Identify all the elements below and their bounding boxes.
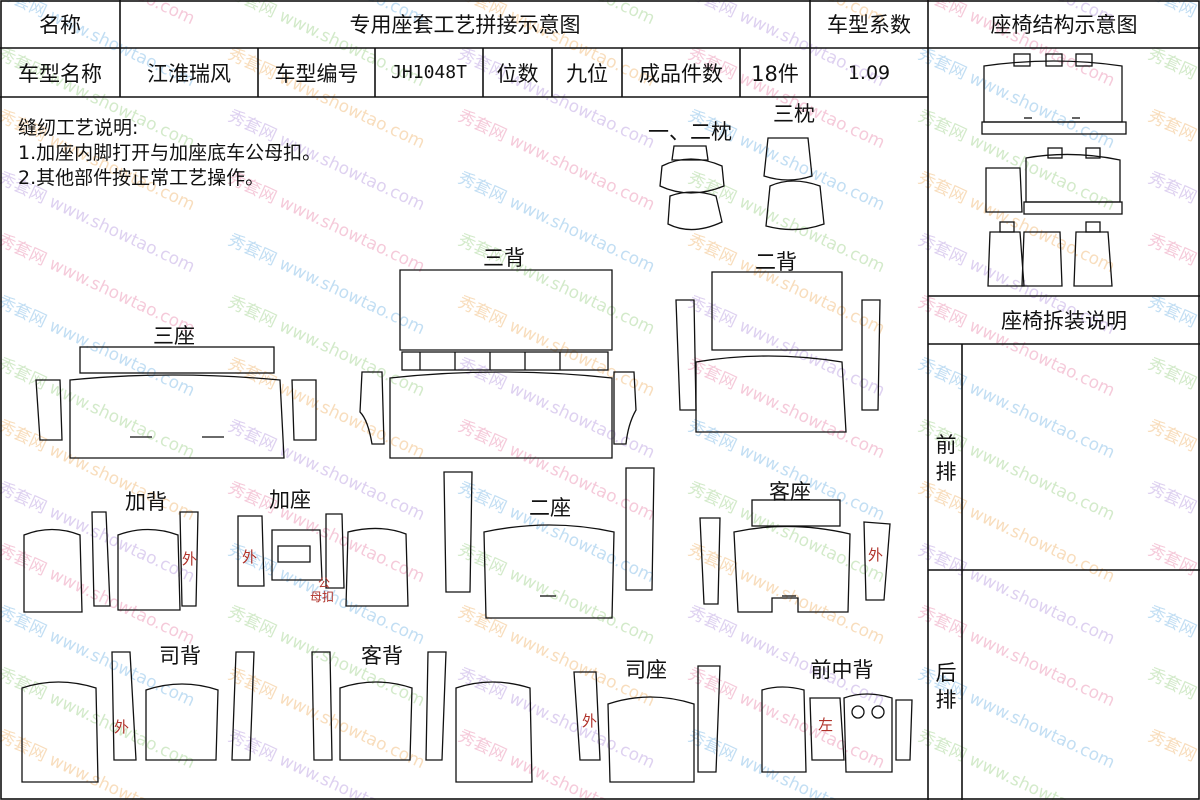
seat-structure-sketch <box>981 53 1127 287</box>
notes-line-1: 1.加座内脚打开与加座底车公母扣。 <box>18 142 322 164</box>
passenger-back-pieces <box>311 651 533 783</box>
seat3-pieces <box>35 346 317 459</box>
name-label: 名称 <box>39 13 81 37</box>
label-driver-seat: 司座 <box>625 658 667 682</box>
model-no-label: 车型编号 <box>274 61 359 86</box>
structure-label: 座椅结构示意图 <box>990 13 1138 37</box>
extra-seat-pieces <box>237 513 409 607</box>
label-passenger-back: 客背 <box>361 644 403 668</box>
notes-title: 缝纫工艺说明: <box>18 117 139 139</box>
mark-outer: 外 <box>868 546 884 564</box>
label-passenger-seat: 客座 <box>769 480 811 504</box>
pillow-pieces <box>659 137 825 231</box>
mark-outer: 外 <box>182 550 198 568</box>
model-no-value: JH1048T <box>391 62 467 83</box>
coef-value: 1.09 <box>847 61 891 84</box>
label-seat3: 三座 <box>153 324 195 348</box>
notes-line-2: 2.其他部件按正常工艺操作。 <box>18 167 265 189</box>
rear-row-label: 后排 <box>935 661 957 712</box>
page-title: 专用座套工艺拼接示意图 <box>349 13 581 37</box>
model-name-value: 江淮瑞风 <box>147 61 231 86</box>
label-extra-back: 加背 <box>125 490 167 514</box>
seats-label: 位数 <box>496 61 539 86</box>
mark-outer: 外 <box>114 718 130 736</box>
parts-label: 成品件数 <box>639 61 723 86</box>
label-seat2: 二座 <box>529 496 571 520</box>
back2-pieces <box>675 271 881 433</box>
mark-male-female: 公 <box>318 576 331 590</box>
label-extra-seat: 加座 <box>269 488 311 512</box>
disassembly-title: 座椅拆装说明 <box>1001 309 1127 333</box>
front-row-label: 前排 <box>935 433 957 484</box>
label-pillow3: 三枕 <box>773 102 815 126</box>
driver-back-pieces <box>21 651 255 783</box>
mark-buckle: 母扣 <box>310 590 335 604</box>
extra-back-pieces <box>23 511 199 613</box>
back3-pieces <box>359 269 637 459</box>
seats-value: 九位 <box>566 61 608 86</box>
passenger-seat-pieces <box>699 499 891 613</box>
driver-seat-pieces <box>573 665 721 783</box>
label-back3: 三背 <box>483 246 525 270</box>
mark-left: 左 <box>818 716 834 734</box>
label-driver-back: 司背 <box>159 644 201 668</box>
mark-outer: 外 <box>582 712 598 730</box>
label-pillow12: 一、二枕 <box>648 120 732 144</box>
mark-outer: 外 <box>242 548 258 566</box>
seat2-pieces <box>443 467 655 619</box>
front-mid-back-pieces <box>761 686 913 773</box>
label-back2: 二背 <box>755 250 797 274</box>
sewing-notes: 缝纫工艺说明: 1.加座内脚打开与加座底车公母扣。 2.其他部件按正常工艺操作。 <box>18 116 321 191</box>
label-front-mid-back: 前中背 <box>810 658 874 682</box>
parts-value: 18件 <box>751 61 799 86</box>
model-name-label: 车型名称 <box>18 61 102 86</box>
coef-label: 车型系数 <box>827 13 911 37</box>
